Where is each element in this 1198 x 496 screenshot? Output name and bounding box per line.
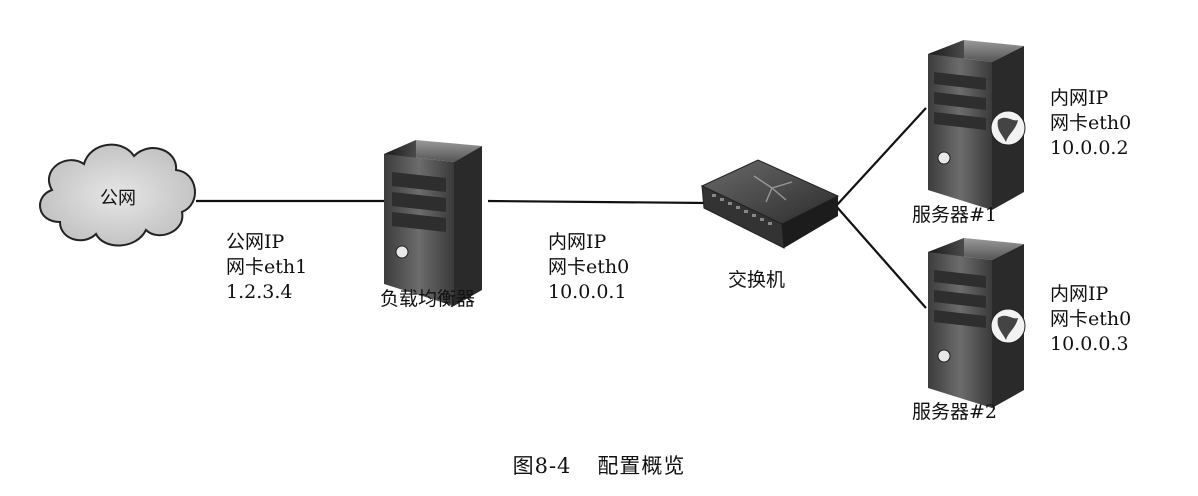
info-line: 1.2.3.4 [226, 281, 293, 303]
info-line: 网卡eth0 [1050, 112, 1132, 134]
figure-caption: 图8-4 配置概览 [0, 450, 1198, 480]
server1-interface-info: 内网IP 网卡eth0 10.0.0.2 [1050, 86, 1131, 161]
server-tower-icon [928, 238, 1026, 408]
info-line: 内网IP [1050, 87, 1109, 109]
load-balancer-name: 负载均衡器 [380, 288, 476, 310]
link-switch-server2 [835, 205, 927, 309]
lb-public-interface-info: 公网IP 网卡eth1 1.2.3.4 [226, 230, 307, 305]
info-line: 10.0.0.2 [1050, 137, 1129, 159]
info-line: 10.0.0.1 [548, 281, 627, 303]
server1-name: 服务器#1 [912, 204, 998, 226]
link-switch-server1 [835, 107, 927, 207]
info-line: 网卡eth0 [1050, 308, 1132, 330]
figure-title: 配置概览 [597, 454, 686, 478]
info-line: 内网IP [548, 231, 607, 253]
server2-interface-info: 内网IP 网卡eth0 10.0.0.3 [1050, 282, 1131, 357]
network-switch-icon [700, 159, 840, 249]
server-tower-icon [384, 140, 482, 306]
server2-name: 服务器#2 [912, 401, 998, 423]
info-line: 10.0.0.3 [1050, 333, 1129, 355]
info-line: 网卡eth1 [226, 256, 308, 278]
internet-label: 公网 [100, 188, 136, 209]
link-lb-switch [487, 199, 709, 205]
lb-private-interface-info: 内网IP 网卡eth0 10.0.0.1 [548, 230, 629, 305]
figure-number: 图8-4 [512, 454, 572, 478]
info-line: 内网IP [1050, 283, 1109, 305]
switch-name: 交换机 [728, 269, 786, 291]
cloud-icon [39, 143, 196, 247]
connection-lines [196, 107, 927, 309]
info-line: 公网IP [226, 231, 285, 253]
server-tower-icon [928, 40, 1026, 210]
info-line: 网卡eth0 [548, 256, 630, 278]
